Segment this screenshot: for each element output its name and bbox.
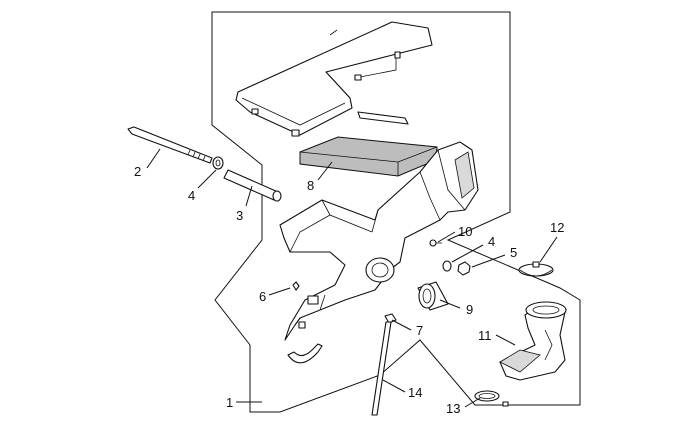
callout-9: 9	[466, 302, 473, 317]
callout-12: 12	[550, 220, 564, 235]
callout-5: 5	[510, 245, 517, 260]
small-clamp	[474, 390, 509, 407]
assembly-boundary-line	[211, 11, 581, 413]
callout-8: 8	[307, 178, 314, 193]
callout-4b: 4	[488, 234, 495, 249]
airbox-cover	[235, 21, 433, 137]
callout-labels: 1 2 3 4 4 5 6 7 8 9 10 11 12 13 14	[134, 164, 564, 416]
callout-3: 3	[236, 208, 243, 223]
spacer-tube	[223, 169, 282, 202]
callout-10: 10	[458, 224, 472, 239]
hose-clamp	[518, 261, 554, 277]
intake-duct	[499, 301, 567, 381]
callout-1: 1	[226, 395, 233, 410]
cover-seal-strip	[357, 111, 409, 125]
intake-sleeve	[417, 281, 449, 311]
lower-bracket-hook	[287, 343, 323, 364]
washer	[212, 156, 224, 170]
callout-7: 7	[416, 323, 423, 338]
hex-nut	[457, 261, 471, 276]
airbox-housing	[279, 141, 479, 341]
callout-13: 13	[446, 401, 460, 416]
drain-hose	[371, 321, 392, 416]
long-bolt	[127, 126, 213, 164]
spring-clip	[292, 281, 300, 291]
air-filter-element	[299, 136, 438, 177]
callout-2: 2	[134, 164, 141, 179]
washer-small	[442, 260, 452, 272]
callout-4a: 4	[188, 188, 195, 203]
callout-6: 6	[259, 289, 266, 304]
leader-lines	[146, 148, 558, 408]
small-screw	[429, 239, 442, 247]
callout-14: 14	[408, 385, 422, 400]
callout-11: 11	[478, 328, 492, 343]
